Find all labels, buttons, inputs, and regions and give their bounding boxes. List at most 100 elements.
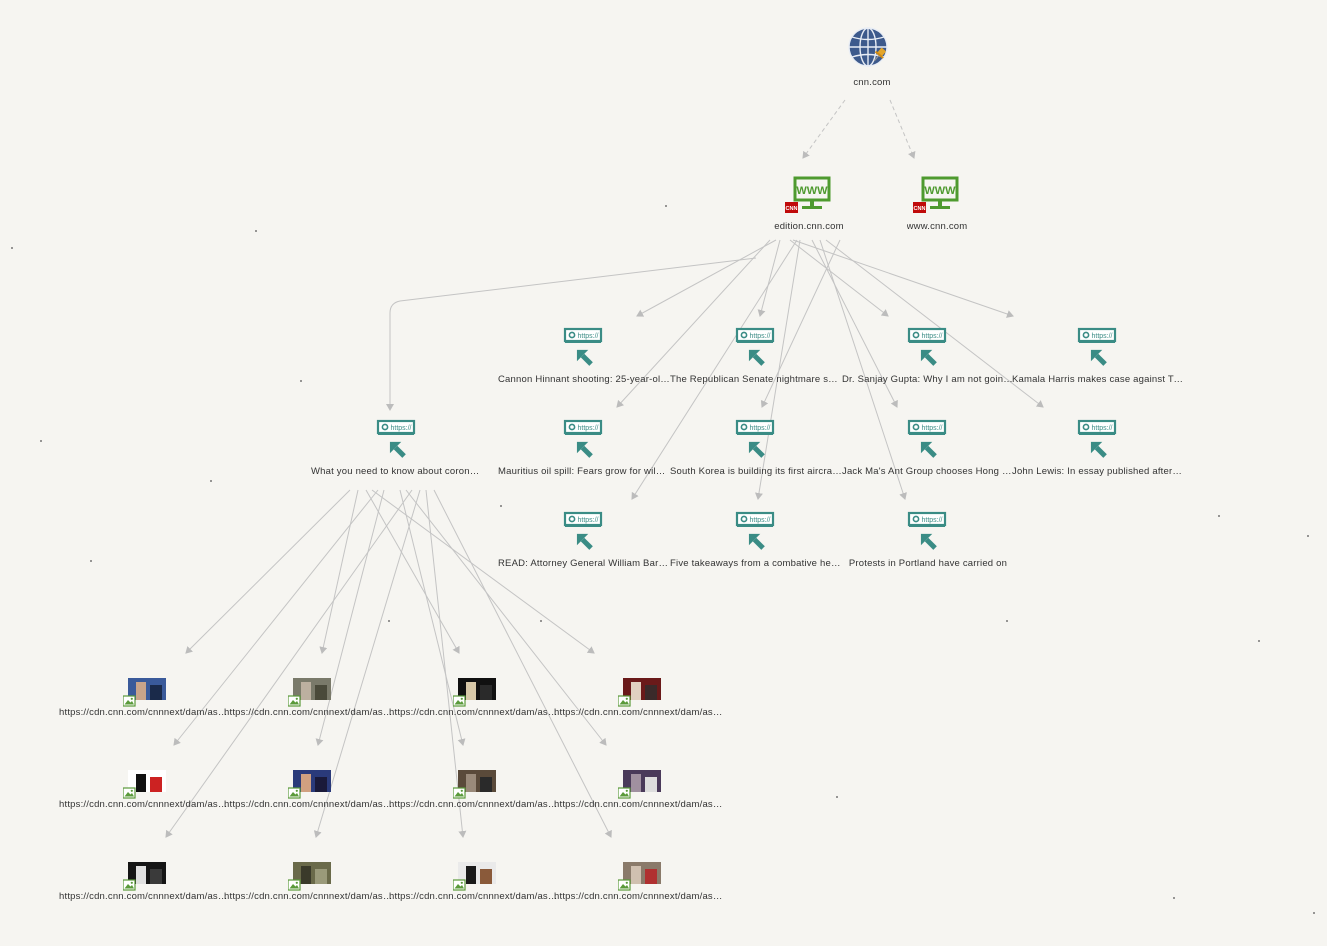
node-label: Mauritius oil spill: Fears grow for wild… xyxy=(498,466,670,477)
edge-url-to-image xyxy=(185,489,351,654)
edge-host-to-url xyxy=(825,239,1044,408)
node-url[interactable]: https:// The Republican Senate nightmare… xyxy=(670,327,842,385)
www-monitor-icon: WWW CNN xyxy=(785,176,833,221)
svg-text:https://: https:// xyxy=(921,333,942,340)
svg-text:https://: https:// xyxy=(921,517,942,524)
image-thumbnail-icon xyxy=(452,677,496,707)
edge-host-to-url xyxy=(631,239,798,500)
node-label: Jack Ma's Ant Group chooses Hong Kong xyxy=(842,466,1014,477)
https-link-icon: https:// xyxy=(735,419,777,466)
image-thumbnail-icon xyxy=(617,769,661,799)
image-thumbnail-icon xyxy=(617,861,661,891)
edge-host-to-url xyxy=(616,239,771,408)
edge-root-to-host xyxy=(802,99,846,159)
node-label: South Korea is building its first aircra… xyxy=(670,466,842,477)
texture-speck xyxy=(1006,620,1008,622)
image-thumbnail-icon xyxy=(452,769,496,799)
texture-speck xyxy=(1307,535,1309,537)
node-url[interactable]: https:// What you need to know about cor… xyxy=(311,419,483,477)
edge-host-to-url xyxy=(757,239,781,317)
svg-text:https://: https:// xyxy=(749,517,770,524)
image-thumbnail-icon xyxy=(122,861,166,891)
www-monitor-icon: WWW CNN xyxy=(913,176,961,221)
edge-host-to-url xyxy=(819,239,907,500)
texture-speck xyxy=(210,480,212,482)
edge-url-to-image xyxy=(313,489,421,838)
svg-text:https://: https:// xyxy=(577,425,598,432)
node-label: Protests in Portland have carried on xyxy=(848,558,1008,569)
node-url[interactable]: https:// Kamala Harris makes case agains… xyxy=(1012,327,1184,385)
node-url[interactable]: https:// South Korea is building its fir… xyxy=(670,419,842,477)
https-link-icon: https:// xyxy=(563,327,605,374)
node-url[interactable]: https:// Five takeaways from a combative… xyxy=(670,511,842,569)
node-image[interactable]: https://cdn.cnn.com/cnnnext/dam/assets/i… xyxy=(554,769,724,810)
node-label: edition.cnn.com xyxy=(774,221,844,232)
texture-speck xyxy=(388,620,390,622)
image-thumbnail-icon xyxy=(122,769,166,799)
svg-text:https://: https:// xyxy=(749,333,770,340)
node-image[interactable]: https://cdn.cnn.com/cnnnext/dam/assets/i… xyxy=(389,861,559,902)
https-link-icon: https:// xyxy=(735,511,777,558)
https-link-icon: https:// xyxy=(563,511,605,558)
texture-speck xyxy=(836,796,838,798)
texture-speck xyxy=(300,380,302,382)
node-url[interactable]: https:// Cannon Hinnant shooting: 25-yea… xyxy=(498,327,670,385)
node-root-domain[interactable]: cnn.com xyxy=(822,26,922,88)
node-image[interactable]: https://cdn.cnn.com/cnnnext/dam/assets/i… xyxy=(224,677,394,718)
node-label: What you need to know about coronavirus xyxy=(311,466,483,477)
node-host[interactable]: WWW CNN edition.cnn.com xyxy=(749,176,869,232)
https-link-icon: https:// xyxy=(376,419,418,466)
edge-host-to-url xyxy=(636,239,777,317)
node-image[interactable]: https://cdn.cnn.com/cnnnext/dam/assets/i… xyxy=(389,769,559,810)
svg-text:CNN: CNN xyxy=(914,206,926,212)
image-thumbnail-icon xyxy=(617,677,661,707)
edge-url-to-image xyxy=(165,489,413,838)
node-label: READ: Attorney General William Barr's te… xyxy=(498,558,670,569)
texture-speck xyxy=(1173,897,1175,899)
image-thumbnail-icon xyxy=(287,769,331,799)
svg-text:https://: https:// xyxy=(390,425,411,432)
edge-url-to-image xyxy=(433,489,612,838)
node-label: www.cnn.com xyxy=(906,221,968,232)
edge-url-to-image xyxy=(405,489,607,746)
svg-text:https://: https:// xyxy=(577,333,598,340)
edge-host-to-url xyxy=(792,239,1014,318)
https-link-icon: https:// xyxy=(735,327,777,374)
image-thumbnail-icon xyxy=(287,677,331,707)
edge-url-to-image xyxy=(365,489,460,654)
node-url[interactable]: https:// Jack Ma's Ant Group chooses Hon… xyxy=(842,419,1014,477)
svg-text:WWW: WWW xyxy=(796,185,828,197)
node-image[interactable]: https://cdn.cnn.com/cnnnext/dam/assets/i… xyxy=(389,677,559,718)
edge-url-to-image xyxy=(319,489,359,654)
texture-speck xyxy=(11,247,13,249)
texture-speck xyxy=(1258,640,1260,642)
node-url[interactable]: https:// Mauritius oil spill: Fears grow… xyxy=(498,419,670,477)
node-url[interactable]: https:// John Lewis: In essay published … xyxy=(1012,419,1184,477)
image-thumbnail-icon xyxy=(122,677,166,707)
node-url[interactable]: https:// Dr. Sanjay Gupta: Why I am not … xyxy=(842,327,1014,385)
edge-host-to-url xyxy=(789,239,889,317)
svg-text:CNN: CNN xyxy=(786,206,798,212)
svg-text:https://: https:// xyxy=(749,425,770,432)
edge-url-to-image xyxy=(371,489,595,654)
node-image[interactable]: https://cdn.cnn.com/cnnnext/dam/assets/i… xyxy=(59,861,229,902)
texture-speck xyxy=(1218,515,1220,517)
https-link-icon: https:// xyxy=(907,419,949,466)
node-image[interactable]: https://cdn.cnn.com/cnnnext/dam/assets/i… xyxy=(224,769,394,810)
node-image[interactable]: https://cdn.cnn.com/cnnnext/dam/assets/i… xyxy=(224,861,394,902)
texture-speck xyxy=(255,230,257,232)
node-image[interactable]: https://cdn.cnn.com/cnnnext/dam/assets/i… xyxy=(59,769,229,810)
edge-host-to-url xyxy=(386,257,757,411)
node-url[interactable]: https:// READ: Attorney General William … xyxy=(498,511,670,569)
svg-text:https://: https:// xyxy=(577,517,598,524)
node-image[interactable]: https://cdn.cnn.com/cnnnext/dam/assets/i… xyxy=(59,677,229,718)
node-url[interactable]: https:// Protests in Portland have carri… xyxy=(842,511,1014,569)
node-image[interactable]: https://cdn.cnn.com/cnnnext/dam/assets/i… xyxy=(554,861,724,902)
node-label: Dr. Sanjay Gupta: Why I am not going to … xyxy=(842,374,1014,385)
node-host[interactable]: WWW CNN www.cnn.com xyxy=(877,176,997,232)
https-link-icon: https:// xyxy=(907,327,949,374)
edge-url-to-image xyxy=(315,489,385,746)
node-image[interactable]: https://cdn.cnn.com/cnnnext/dam/assets/i… xyxy=(554,677,724,718)
node-label: The Republican Senate nightmare scenario xyxy=(670,374,842,385)
